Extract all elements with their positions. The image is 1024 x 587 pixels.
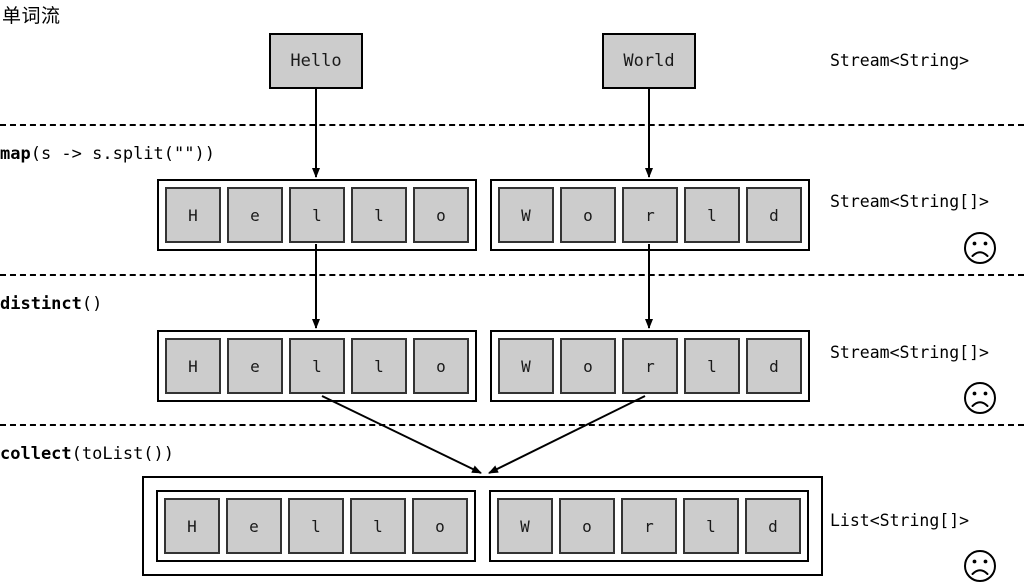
op-args-distinct: () [81, 294, 103, 314]
sad-face-icon [964, 232, 996, 264]
letter-cell: d [746, 187, 802, 243]
letter-group-map-world: W o r l d [490, 179, 810, 251]
arrow-distinct-to-collect-world [488, 395, 646, 474]
letter-cell: l [683, 498, 739, 554]
letter-group-collect-world: W o r l d [489, 490, 809, 562]
letter-cell: r [622, 338, 678, 394]
letter-cell: r [622, 187, 678, 243]
letter-cell: l [289, 187, 345, 243]
letter-cell: l [289, 338, 345, 394]
letter-group-map-hello: H e l l o [157, 179, 477, 251]
letter-cell: W [498, 187, 554, 243]
type-label-collect: List<String[]> [830, 511, 970, 530]
letter-cell: d [746, 338, 802, 394]
op-name-collect: collect [0, 444, 72, 464]
type-label-distinct: Stream<String[]> [830, 343, 989, 362]
letter-cell: e [227, 187, 283, 243]
letter-group-distinct-hello: H e l l o [157, 330, 477, 402]
op-label-map: map(s -> s.split("")) [0, 144, 215, 164]
letter-cell: e [227, 338, 283, 394]
letter-cell: o [412, 498, 468, 554]
separator-line-distinct [0, 274, 1024, 276]
letter-cell: o [413, 338, 469, 394]
letter-cell: o [560, 187, 616, 243]
letter-cell: H [165, 187, 221, 243]
op-label-distinct: distinct() [0, 294, 102, 314]
letter-cell: H [164, 498, 220, 554]
letter-cell: W [498, 338, 554, 394]
letter-group-distinct-world: W o r l d [490, 330, 810, 402]
list-container-collect: H e l l o W o r l d [142, 476, 823, 576]
op-name-map: map [0, 144, 31, 164]
letter-cell: l [350, 498, 406, 554]
letter-cell: o [413, 187, 469, 243]
letter-cell: W [497, 498, 553, 554]
letter-cell: l [288, 498, 344, 554]
letter-cell: l [351, 338, 407, 394]
type-label-source: Stream<String> [830, 51, 970, 70]
separator-line-collect [0, 424, 1024, 426]
letter-cell: d [745, 498, 801, 554]
type-label-map: Stream<String[]> [830, 192, 989, 211]
letter-cell: l [351, 187, 407, 243]
op-name-distinct: distinct [0, 294, 82, 314]
letter-cell: r [621, 498, 677, 554]
arrow-distinct-to-collect-hello [321, 395, 482, 474]
source-word-label: World [623, 51, 675, 71]
letter-cell: H [165, 338, 221, 394]
page-title: 单词流 [2, 5, 61, 27]
source-word-box-world: World [602, 33, 696, 89]
sad-face-icon [964, 550, 996, 582]
letter-cell: l [684, 338, 740, 394]
source-word-box-hello: Hello [269, 33, 363, 89]
letter-group-collect-hello: H e l l o [156, 490, 476, 562]
op-args-collect: (toList()) [71, 444, 175, 464]
op-label-collect: collect(toList()) [0, 444, 174, 464]
letter-cell: o [559, 498, 615, 554]
op-args-map: (s -> s.split("")) [30, 144, 215, 164]
letter-cell: e [226, 498, 282, 554]
letter-cell: o [560, 338, 616, 394]
source-word-label: Hello [290, 51, 342, 71]
separator-line-map [0, 124, 1024, 126]
sad-face-icon [964, 382, 996, 414]
letter-cell: l [684, 187, 740, 243]
